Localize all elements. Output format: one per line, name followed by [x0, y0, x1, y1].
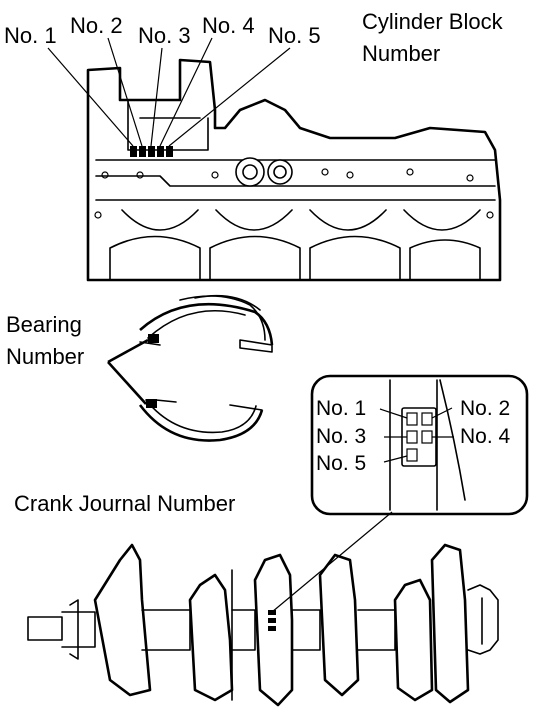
block-label-no4: No. 4 [202, 13, 255, 38]
bearing-number-line2: Number [6, 344, 85, 369]
inset-label-no2: No. 2 [460, 397, 511, 420]
crank-mark-1 [268, 610, 276, 615]
block-number-marks [130, 146, 173, 157]
cylinder-block-number-line1: Cylinder Block [362, 9, 503, 34]
block-label-no5: No. 5 [268, 23, 321, 48]
bearing-mark-upper [148, 334, 159, 343]
crankshaft-drawing [27, 543, 499, 707]
block-label-no3: No. 3 [138, 23, 191, 48]
crank-mark-3 [268, 626, 276, 631]
inset-label-no3: No. 3 [316, 425, 367, 448]
inset-label-no4: No. 4 [460, 425, 511, 448]
block-label-no2: No. 2 [70, 13, 123, 38]
crank-journal-number-label: Crank Journal Number [14, 491, 236, 516]
cylinder-block-drawing [47, 37, 502, 282]
block-label-no1: No. 1 [4, 23, 57, 48]
cylinder-block-number-line2: Number [362, 41, 441, 66]
inset-label-no5: No. 5 [316, 452, 367, 475]
bearing-mark-lower [146, 399, 157, 408]
bearing-drawing [107, 294, 274, 442]
bearing-number-line1: Bearing [6, 312, 82, 337]
crank-mark-2 [268, 618, 276, 623]
inset-label-no1: No. 1 [316, 397, 367, 420]
